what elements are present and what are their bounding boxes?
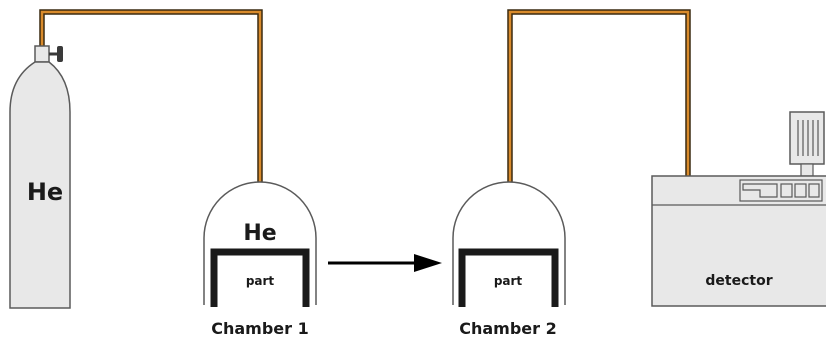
- detector-label: detector: [705, 273, 772, 289]
- detector: detector: [651, 111, 826, 307]
- chamber1-gas-label: He: [243, 221, 276, 246]
- chamber2-caption: Chamber 2: [459, 319, 557, 338]
- panel-display-icon: [742, 183, 778, 198]
- chamber2-dome: [452, 181, 566, 305]
- valve-handle-icon: [57, 46, 63, 62]
- chamber-2: part Chamber 2: [452, 181, 566, 338]
- tube-chamber2-to-detector: [507, 9, 691, 200]
- arrow-head-icon: [414, 254, 442, 272]
- chamber1-part-label: part: [246, 274, 275, 288]
- monitor-screen-icon: [797, 120, 819, 156]
- chamber1-part-frame: [210, 248, 310, 307]
- panel-button-3: [808, 183, 820, 198]
- cylinder-body: [9, 61, 71, 309]
- monitor-stand: [800, 163, 814, 177]
- chamber2-part-label: part: [494, 274, 523, 288]
- cylinder-label: He: [27, 178, 63, 206]
- tube-cylinder-to-chamber1: [39, 9, 263, 200]
- chamber1-caption: Chamber 1: [211, 319, 309, 338]
- panel-button-1: [780, 183, 793, 198]
- cylinder-neck: [34, 45, 50, 63]
- chamber2-part-frame: [458, 248, 559, 307]
- panel-button-2: [794, 183, 807, 198]
- detector-monitor: [789, 111, 825, 165]
- transfer-arrow: [328, 254, 442, 272]
- chamber1-dome: [203, 181, 317, 305]
- chamber-1: He part Chamber 1: [203, 181, 317, 338]
- helium-cylinder: He: [9, 45, 71, 309]
